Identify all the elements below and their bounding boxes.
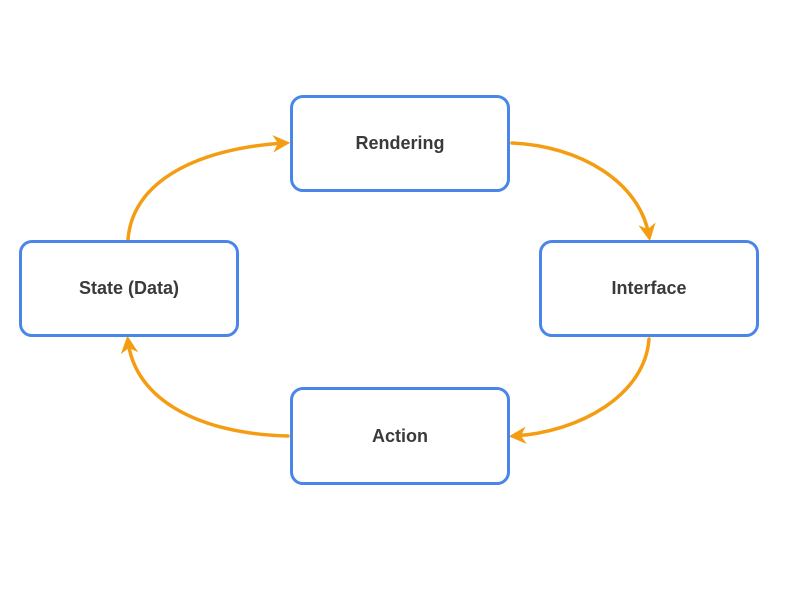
node-label-interface: Interface [611,278,687,298]
arrow-action-to-state [120,335,290,438]
arrow-interface-to-action [508,337,651,444]
node-label-action: Action [372,425,428,446]
node-action: Action [290,387,510,485]
node-label-rendering: Rendering [355,133,445,153]
arrow-state-to-rendering [126,134,291,242]
node-interface: Interface [539,240,759,337]
arrow-rendering-to-interface [510,141,656,242]
node-state: State (Data) [19,240,239,337]
node-rendering: Rendering [290,95,510,192]
node-label-state: State (Data) [78,278,180,298]
